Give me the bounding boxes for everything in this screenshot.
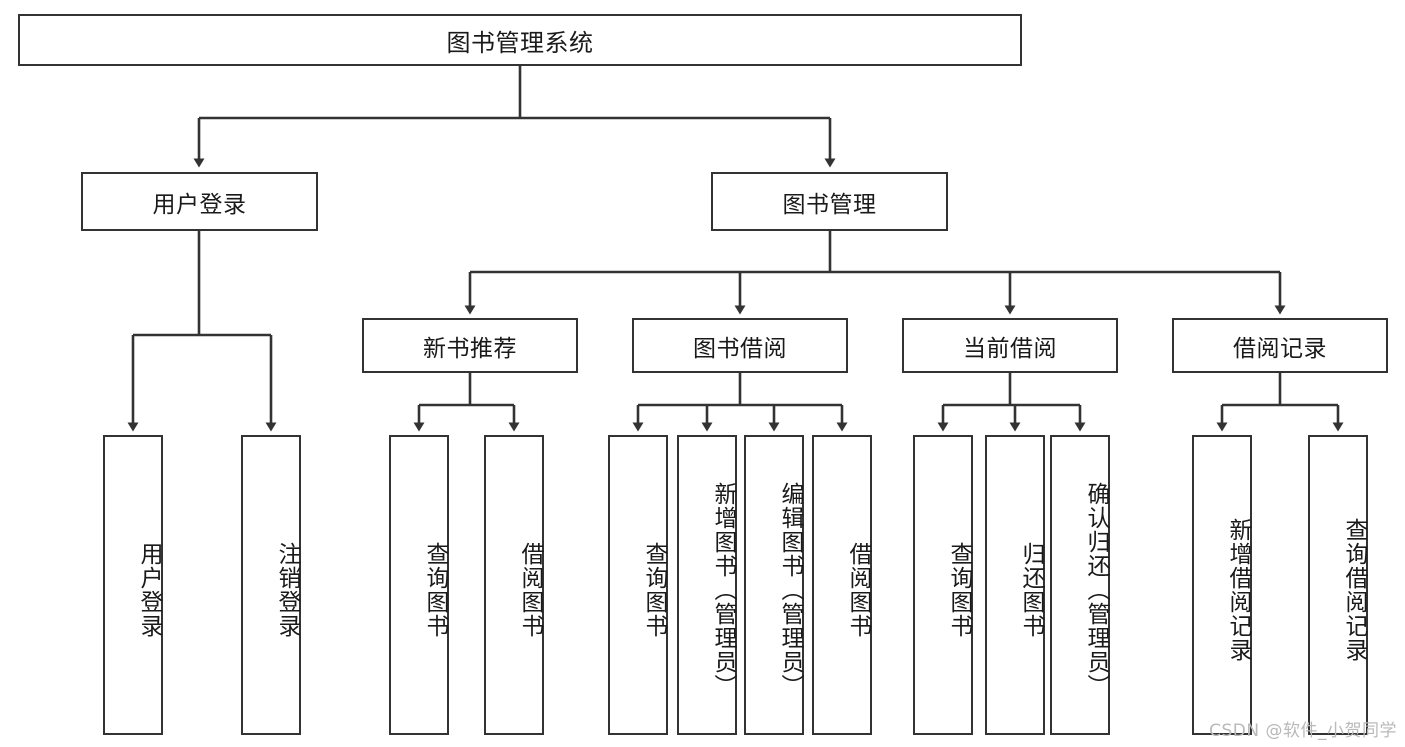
leaf-borrow-borrow-book[interactable]: 借阅图书 bbox=[812, 435, 872, 735]
leaf-label: 编辑图书（管理员） bbox=[777, 482, 803, 698]
leaf-recommend-query-book[interactable]: 查询图书 bbox=[389, 435, 449, 735]
node-borrow-record[interactable]: 借阅记录 bbox=[1172, 318, 1388, 373]
leaf-user-login-logout[interactable]: 注销登录 bbox=[241, 435, 301, 735]
leaf-label: 查询图书 bbox=[641, 542, 667, 638]
node-new-book-recommend[interactable]: 新书推荐 bbox=[362, 318, 578, 373]
node-user-login[interactable]: 用户登录 bbox=[81, 172, 318, 231]
leaf-label: 新增借阅记录 bbox=[1225, 518, 1251, 662]
leaf-label: 注销登录 bbox=[274, 542, 300, 638]
leaf-label: 归还图书 bbox=[1018, 542, 1044, 638]
leaf-recommend-borrow-book[interactable]: 借阅图书 bbox=[484, 435, 544, 735]
leaf-label: 借阅图书 bbox=[517, 542, 543, 638]
leaf-current-confirm-return-admin[interactable]: 确认归还（管理员） bbox=[1050, 435, 1110, 735]
node-current-borrow[interactable]: 当前借阅 bbox=[902, 318, 1118, 373]
leaf-label: 借阅图书 bbox=[845, 542, 871, 638]
leaf-borrow-add-book-admin[interactable]: 新增图书（管理员） bbox=[677, 435, 737, 735]
leaf-record-add-record[interactable]: 新增借阅记录 bbox=[1192, 435, 1252, 735]
leaf-borrow-edit-book-admin[interactable]: 编辑图书（管理员） bbox=[744, 435, 804, 735]
leaf-label: 查询图书 bbox=[422, 542, 448, 638]
leaf-borrow-query-book[interactable]: 查询图书 bbox=[608, 435, 668, 735]
leaf-record-query-record[interactable]: 查询借阅记录 bbox=[1308, 435, 1368, 735]
leaf-label: 查询借阅记录 bbox=[1341, 518, 1367, 662]
node-book-borrow[interactable]: 图书借阅 bbox=[632, 318, 848, 373]
leaf-label: 查询图书 bbox=[946, 542, 972, 638]
leaf-label: 确认归还（管理员） bbox=[1083, 482, 1109, 698]
leaf-user-login-login[interactable]: 用户登录 bbox=[103, 435, 163, 735]
watermark-text: CSDN @软件_小贺同学 bbox=[1209, 721, 1397, 741]
leaf-current-return-book[interactable]: 归还图书 bbox=[985, 435, 1045, 735]
node-root-system[interactable]: 图书管理系统 bbox=[18, 14, 1022, 66]
leaf-label: 新增图书（管理员） bbox=[710, 482, 736, 698]
leaf-current-query-book[interactable]: 查询图书 bbox=[913, 435, 973, 735]
leaf-label: 用户登录 bbox=[136, 542, 162, 638]
node-book-management[interactable]: 图书管理 bbox=[711, 172, 948, 231]
